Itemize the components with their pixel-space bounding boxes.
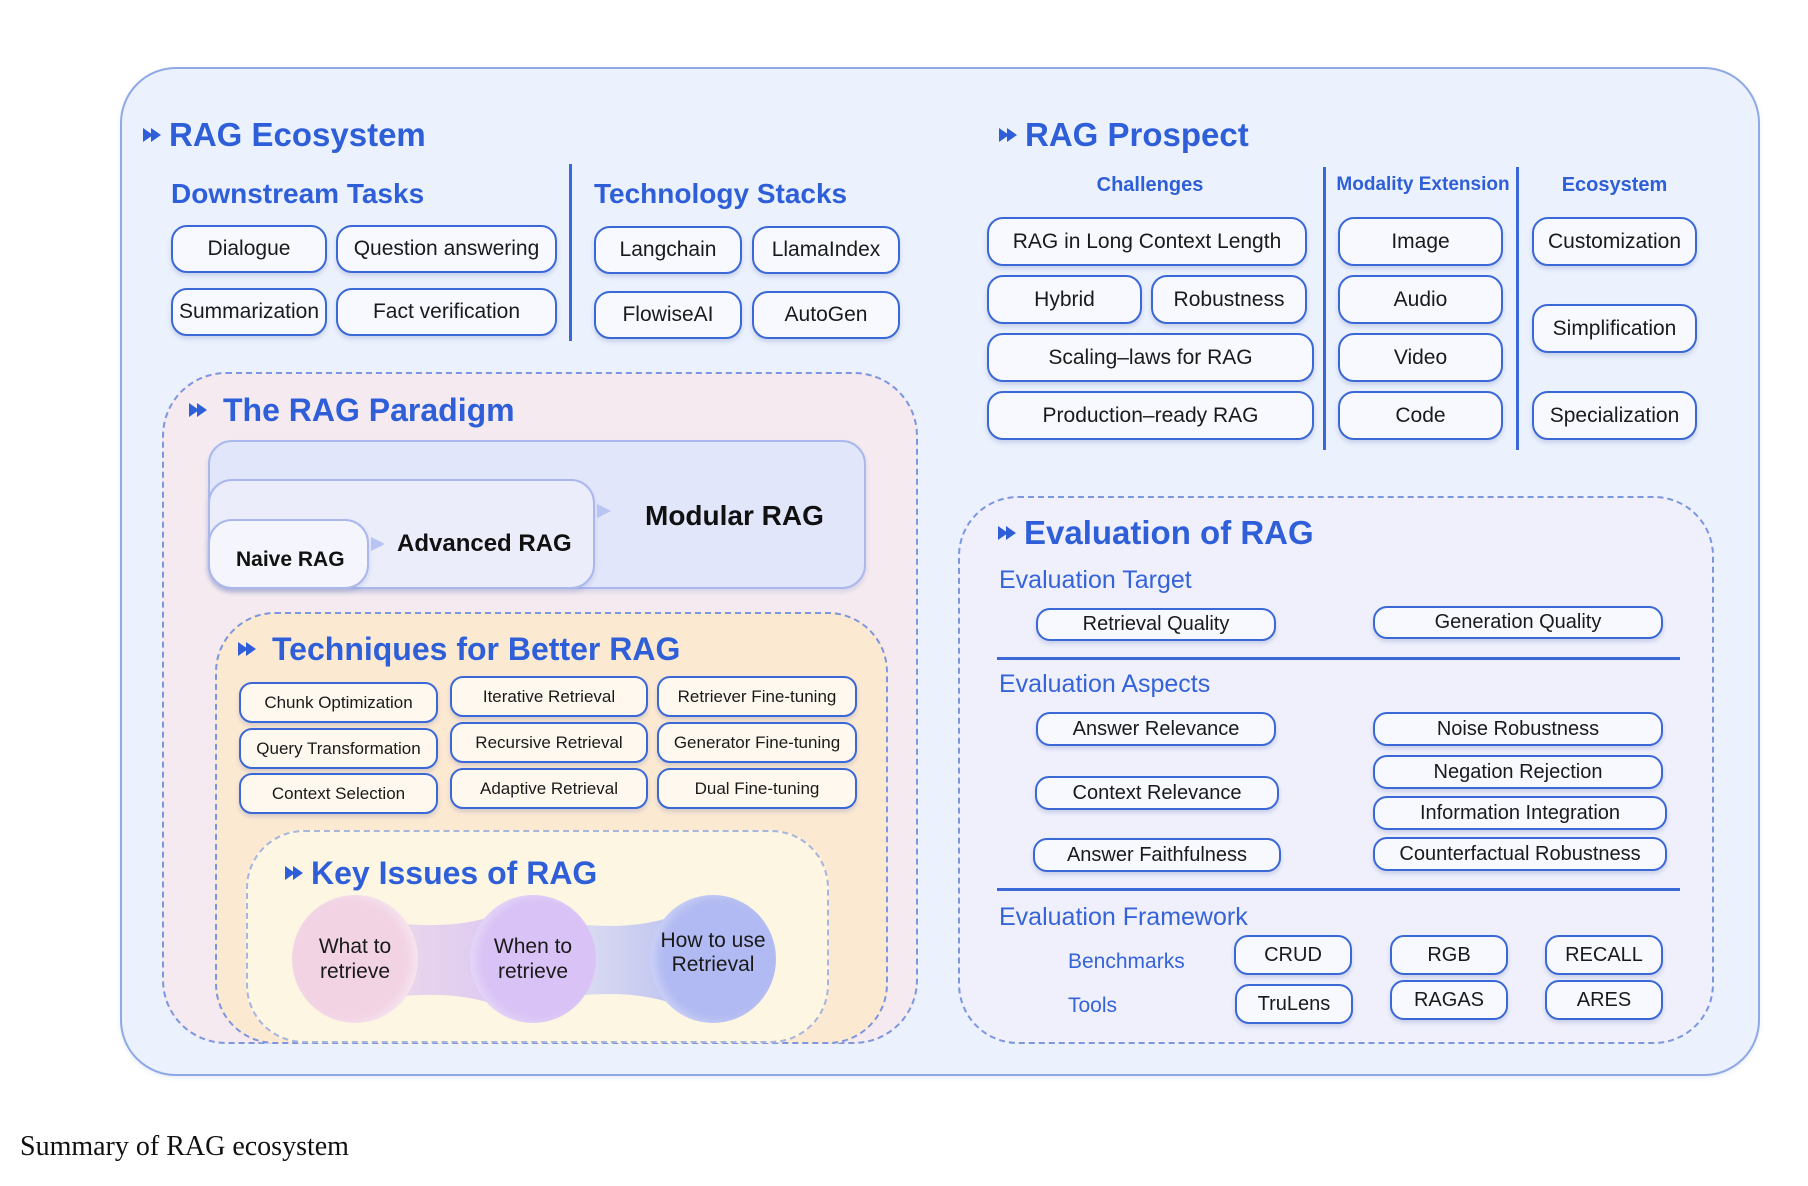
- technique-recursive-retrieval: Recursive Retrieval: [450, 722, 648, 763]
- arrow-right-icon: [371, 537, 385, 551]
- technology-stacks-heading: Technology Stacks: [594, 178, 848, 209]
- aspect-negation-rejection: Negation Rejection: [1373, 755, 1663, 789]
- challenge-hybrid: Hybrid: [987, 275, 1142, 324]
- target-retrieval-quality: Retrieval Quality: [1036, 608, 1276, 641]
- tech-llamaindex: LlamaIndex: [752, 226, 900, 274]
- techniques-title: Techniques for Better RAG: [272, 631, 681, 667]
- technique-generator-fine-tuning: Generator Fine-tuning: [657, 722, 857, 763]
- challenge-production-ready: Production–ready RAG: [987, 391, 1314, 440]
- issue-line: What to: [318, 934, 392, 958]
- prospect-heading: RAG Prospect: [999, 118, 1249, 151]
- benchmark-rgb: RGB: [1390, 935, 1508, 975]
- aspect-context-relevance: Context Relevance: [1035, 776, 1279, 810]
- modular-rag-label: Modular RAG: [645, 500, 824, 531]
- benchmark-recall: RECALL: [1545, 935, 1663, 975]
- paradigm-heading: The RAG Paradigm: [189, 394, 515, 426]
- technique-adaptive-retrieval: Adaptive Retrieval: [450, 768, 648, 809]
- evaluation-divider-2: [997, 888, 1680, 891]
- task-question-answering: Question answering: [336, 225, 557, 273]
- technique-dual-fine-tuning: Dual Fine-tuning: [657, 768, 857, 809]
- tech-autogen: AutoGen: [752, 291, 900, 339]
- modality-code: Code: [1338, 391, 1503, 440]
- double-arrow-icon: [998, 525, 1020, 541]
- ecosystem-heading: RAG Ecosystem: [143, 118, 426, 151]
- prospect-title: RAG Prospect: [1025, 116, 1249, 153]
- aspect-noise-robustness: Noise Robustness: [1373, 712, 1663, 746]
- ecosystem-divider: [569, 164, 572, 341]
- tools-label: Tools: [1068, 994, 1118, 1017]
- issue-line: How to use: [660, 928, 766, 952]
- task-dialogue: Dialogue: [171, 225, 327, 273]
- aspect-information-integration: Information Integration: [1373, 796, 1667, 830]
- key-issues-heading: Key Issues of RAG: [285, 857, 597, 889]
- eco-simplification: Simplification: [1532, 304, 1697, 353]
- tool-ragas: RAGAS: [1390, 980, 1508, 1020]
- modality-audio: Audio: [1338, 275, 1503, 324]
- prospect-divider-1: [1323, 167, 1326, 450]
- technique-query-transformation: Query Transformation: [239, 728, 438, 769]
- task-fact-verification: Fact verification: [336, 288, 557, 336]
- issue-line: Retrieval: [671, 953, 755, 976]
- challenge-robustness: Robustness: [1151, 275, 1307, 324]
- benchmarks-label: Benchmarks: [1068, 950, 1185, 973]
- modality-image: Image: [1338, 217, 1503, 266]
- double-arrow-icon: [999, 127, 1021, 143]
- eco-specialization: Specialization: [1532, 391, 1697, 440]
- advanced-rag-label: Advanced RAG: [397, 530, 572, 557]
- aspect-answer-relevance: Answer Relevance: [1036, 712, 1276, 746]
- evaluation-divider-1: [997, 657, 1680, 660]
- challenges-heading: Challenges: [1096, 174, 1204, 196]
- evaluation-title: Evaluation of RAG: [1024, 514, 1314, 551]
- downstream-tasks-heading: Downstream Tasks: [171, 178, 425, 209]
- technique-context-selection: Context Selection: [239, 773, 438, 814]
- naive-rag-label: Naive RAG: [236, 548, 345, 571]
- target-generation-quality: Generation Quality: [1373, 606, 1663, 639]
- tool-trulens: TruLens: [1235, 984, 1353, 1024]
- aspect-answer-faithfulness: Answer Faithfulness: [1033, 838, 1281, 872]
- double-arrow-icon: [143, 127, 165, 143]
- key-issues-title: Key Issues of RAG: [311, 855, 598, 891]
- techniques-heading: Techniques for Better RAG: [238, 633, 680, 665]
- figure-caption: Summary of RAG ecosystem: [20, 1131, 349, 1162]
- aspect-counterfactual-robustness: Counterfactual Robustness: [1373, 837, 1667, 871]
- challenge-long-context: RAG in Long Context Length: [987, 217, 1307, 266]
- prospect-divider-2: [1516, 167, 1519, 450]
- benchmark-crud: CRUD: [1234, 935, 1352, 975]
- issue-line: When to: [493, 934, 573, 958]
- modality-heading: Modality Extension: [1336, 174, 1510, 195]
- prospect-ecosystem-heading: Ecosystem: [1561, 174, 1668, 196]
- technique-iterative-retrieval: Iterative Retrieval: [450, 676, 648, 717]
- paradigm-title: The RAG Paradigm: [223, 392, 515, 428]
- ecosystem-title: RAG Ecosystem: [169, 116, 426, 153]
- technique-retriever-fine-tuning: Retriever Fine-tuning: [657, 676, 857, 717]
- tech-langchain: Langchain: [594, 226, 742, 274]
- evaluation-framework-heading: Evaluation Framework: [999, 903, 1248, 931]
- tool-ares: ARES: [1545, 980, 1663, 1020]
- technique-chunk-optimization: Chunk Optimization: [239, 682, 438, 723]
- modality-video: Video: [1338, 333, 1503, 382]
- naive-rag-box: [208, 519, 369, 589]
- tech-flowiseai: FlowiseAI: [594, 291, 742, 339]
- arrow-right-icon: [597, 504, 611, 518]
- evaluation-aspects-heading: Evaluation Aspects: [999, 670, 1211, 698]
- double-arrow-icon: [189, 402, 211, 418]
- eco-customization: Customization: [1532, 217, 1697, 266]
- double-arrow-icon: [285, 865, 307, 881]
- challenge-scaling-laws: Scaling–laws for RAG: [987, 333, 1314, 382]
- evaluation-heading: Evaluation of RAG: [998, 516, 1314, 549]
- issue-line: retrieve: [319, 960, 391, 983]
- task-summarization: Summarization: [171, 288, 327, 336]
- evaluation-target-heading: Evaluation Target: [999, 566, 1192, 594]
- double-arrow-icon: [238, 641, 260, 657]
- issue-line: retrieve: [497, 960, 569, 983]
